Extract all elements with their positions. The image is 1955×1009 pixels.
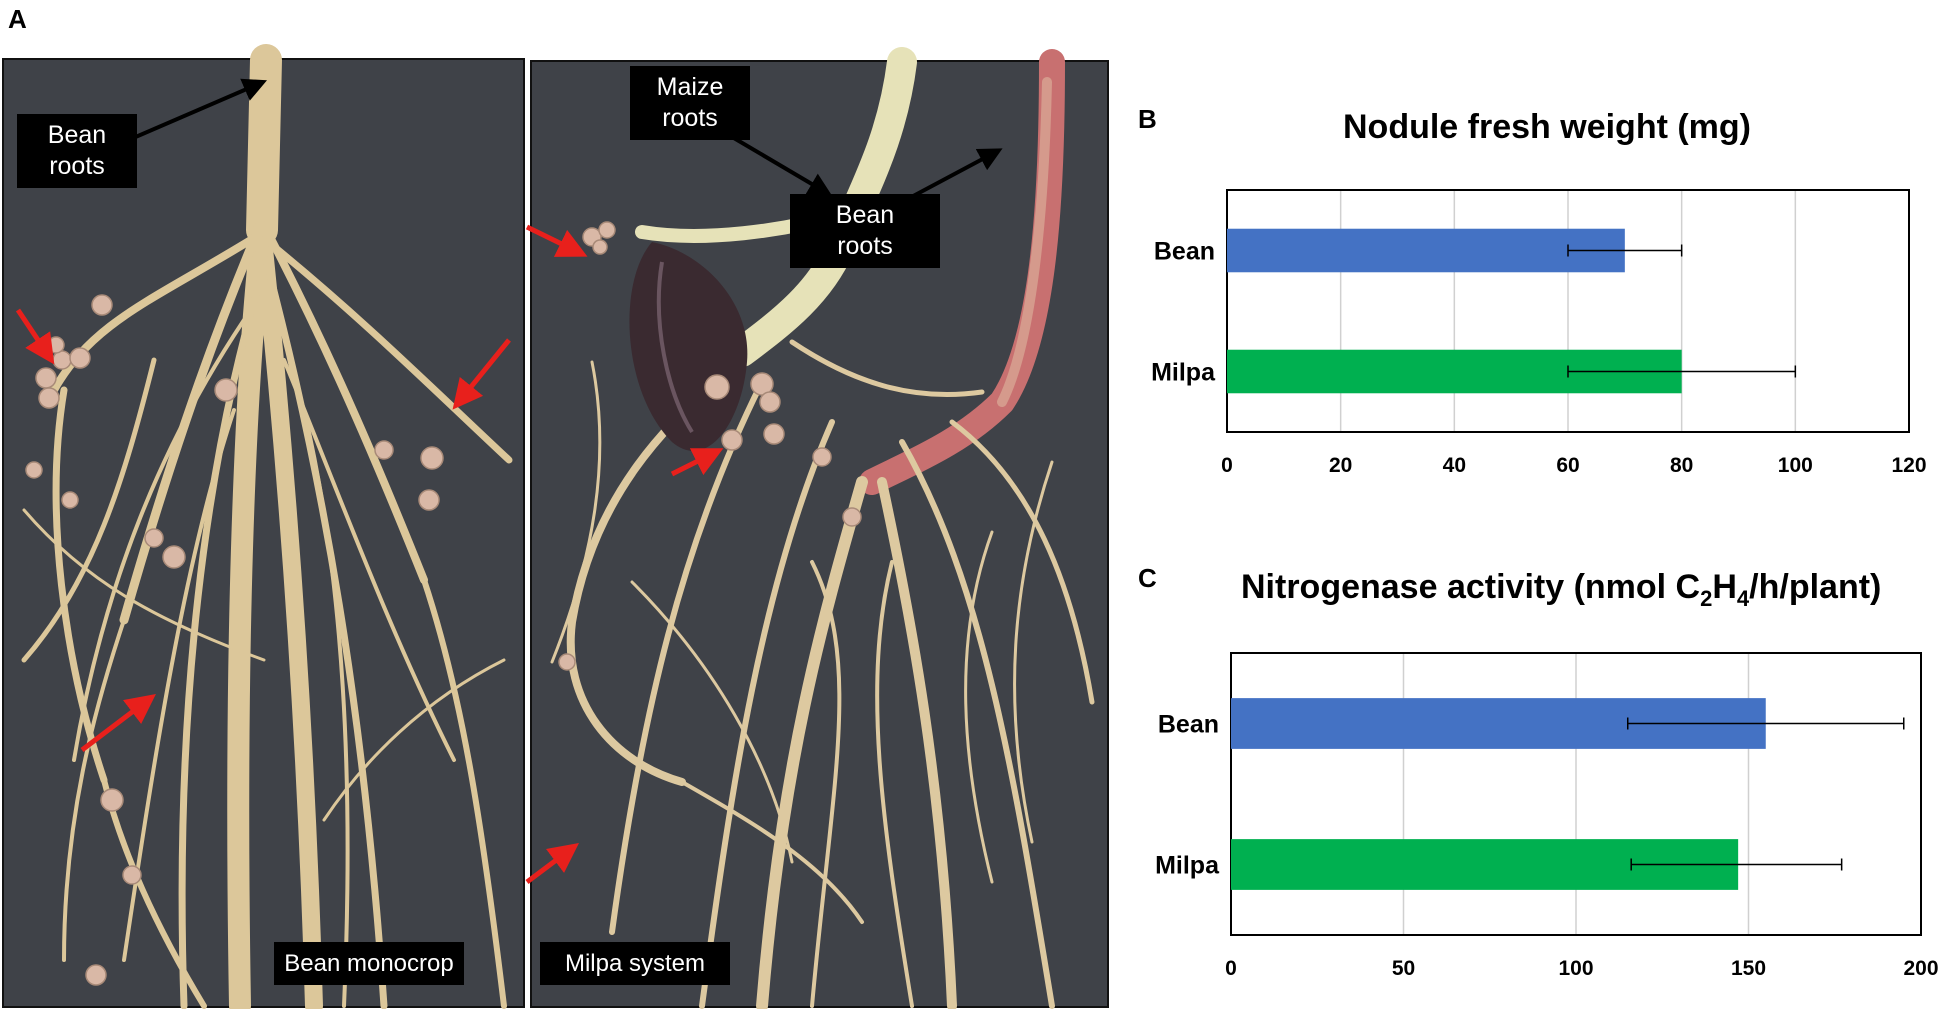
chart-c-tick-label: 150 (1731, 957, 1766, 980)
bean-monocrop-caption: Bean monocrop (274, 942, 464, 985)
chart-c-title-part-3: /h/plant) (1749, 568, 1882, 606)
chart-c-category-label: Milpa (1155, 852, 1220, 880)
chart-b-category-label: Milpa (1151, 359, 1216, 387)
chart-b-tick-label: 60 (1556, 454, 1579, 477)
chart-c-title: Nitrogenase activity (nmol C2H4/h/plant) (1241, 568, 1881, 612)
chart-c-title-part-1: Nitrogenase activity (nmol C (1241, 568, 1701, 606)
bean-monocrop-photo: Bean roots Bean monocrop (2, 44, 525, 1009)
chart-c-plot-frame (1230, 652, 1922, 936)
chart-c-tick-label: 0 (1225, 957, 1237, 980)
maize-roots-label: Maize roots (630, 66, 750, 140)
chart-b-tick-label: 0 (1221, 454, 1233, 477)
panel-letter-a: A (8, 4, 27, 34)
bean-monocrop-arrows (15, 78, 511, 752)
red-arrow-icon (15, 308, 511, 752)
chart-c-title-sub-1: 2 (1700, 585, 1713, 611)
black-arrow-icon (725, 132, 1003, 204)
milpa-bean-roots-label: Bean roots (790, 194, 940, 268)
panel-letter-c: C (1138, 563, 1157, 593)
chart-b-tick-label: 80 (1670, 454, 1693, 477)
chart-b-tick-label: 120 (1891, 454, 1926, 477)
chart-c-title-part-2: H (1712, 568, 1737, 606)
chart-b-plot-frame (1226, 189, 1910, 433)
chart-b-tick-label: 100 (1778, 454, 1813, 477)
bean-monocrop-illustration (4, 44, 523, 1009)
chart-c-tick-label: 200 (1903, 957, 1938, 980)
chart-c-tick-label: 100 (1558, 957, 1593, 980)
panel-letter-b: B (1138, 104, 1157, 134)
chart-c-title-sub-2: 4 (1736, 585, 1750, 611)
chart-c-tick-label: 50 (1392, 957, 1415, 980)
chart-b-title: Nodule fresh weight (mg) (1343, 108, 1751, 146)
milpa-system-caption: Milpa system (540, 942, 730, 985)
black-arrow-icon (123, 78, 268, 144)
milpa-system-arrows (525, 132, 1003, 884)
red-arrow-icon (525, 224, 724, 884)
bean-roots-label: Bean roots (17, 114, 137, 188)
chart-b-category-label: Bean (1154, 238, 1215, 266)
chart-b-tick-label: 20 (1329, 454, 1352, 477)
chart-b-tick-label: 40 (1443, 454, 1466, 477)
milpa-system-photo: Maize roots Bean roots Milpa system (525, 47, 1109, 1009)
chart-c-category-label: Bean (1158, 711, 1219, 739)
chart-b-bar-bean (1227, 228, 1625, 273)
